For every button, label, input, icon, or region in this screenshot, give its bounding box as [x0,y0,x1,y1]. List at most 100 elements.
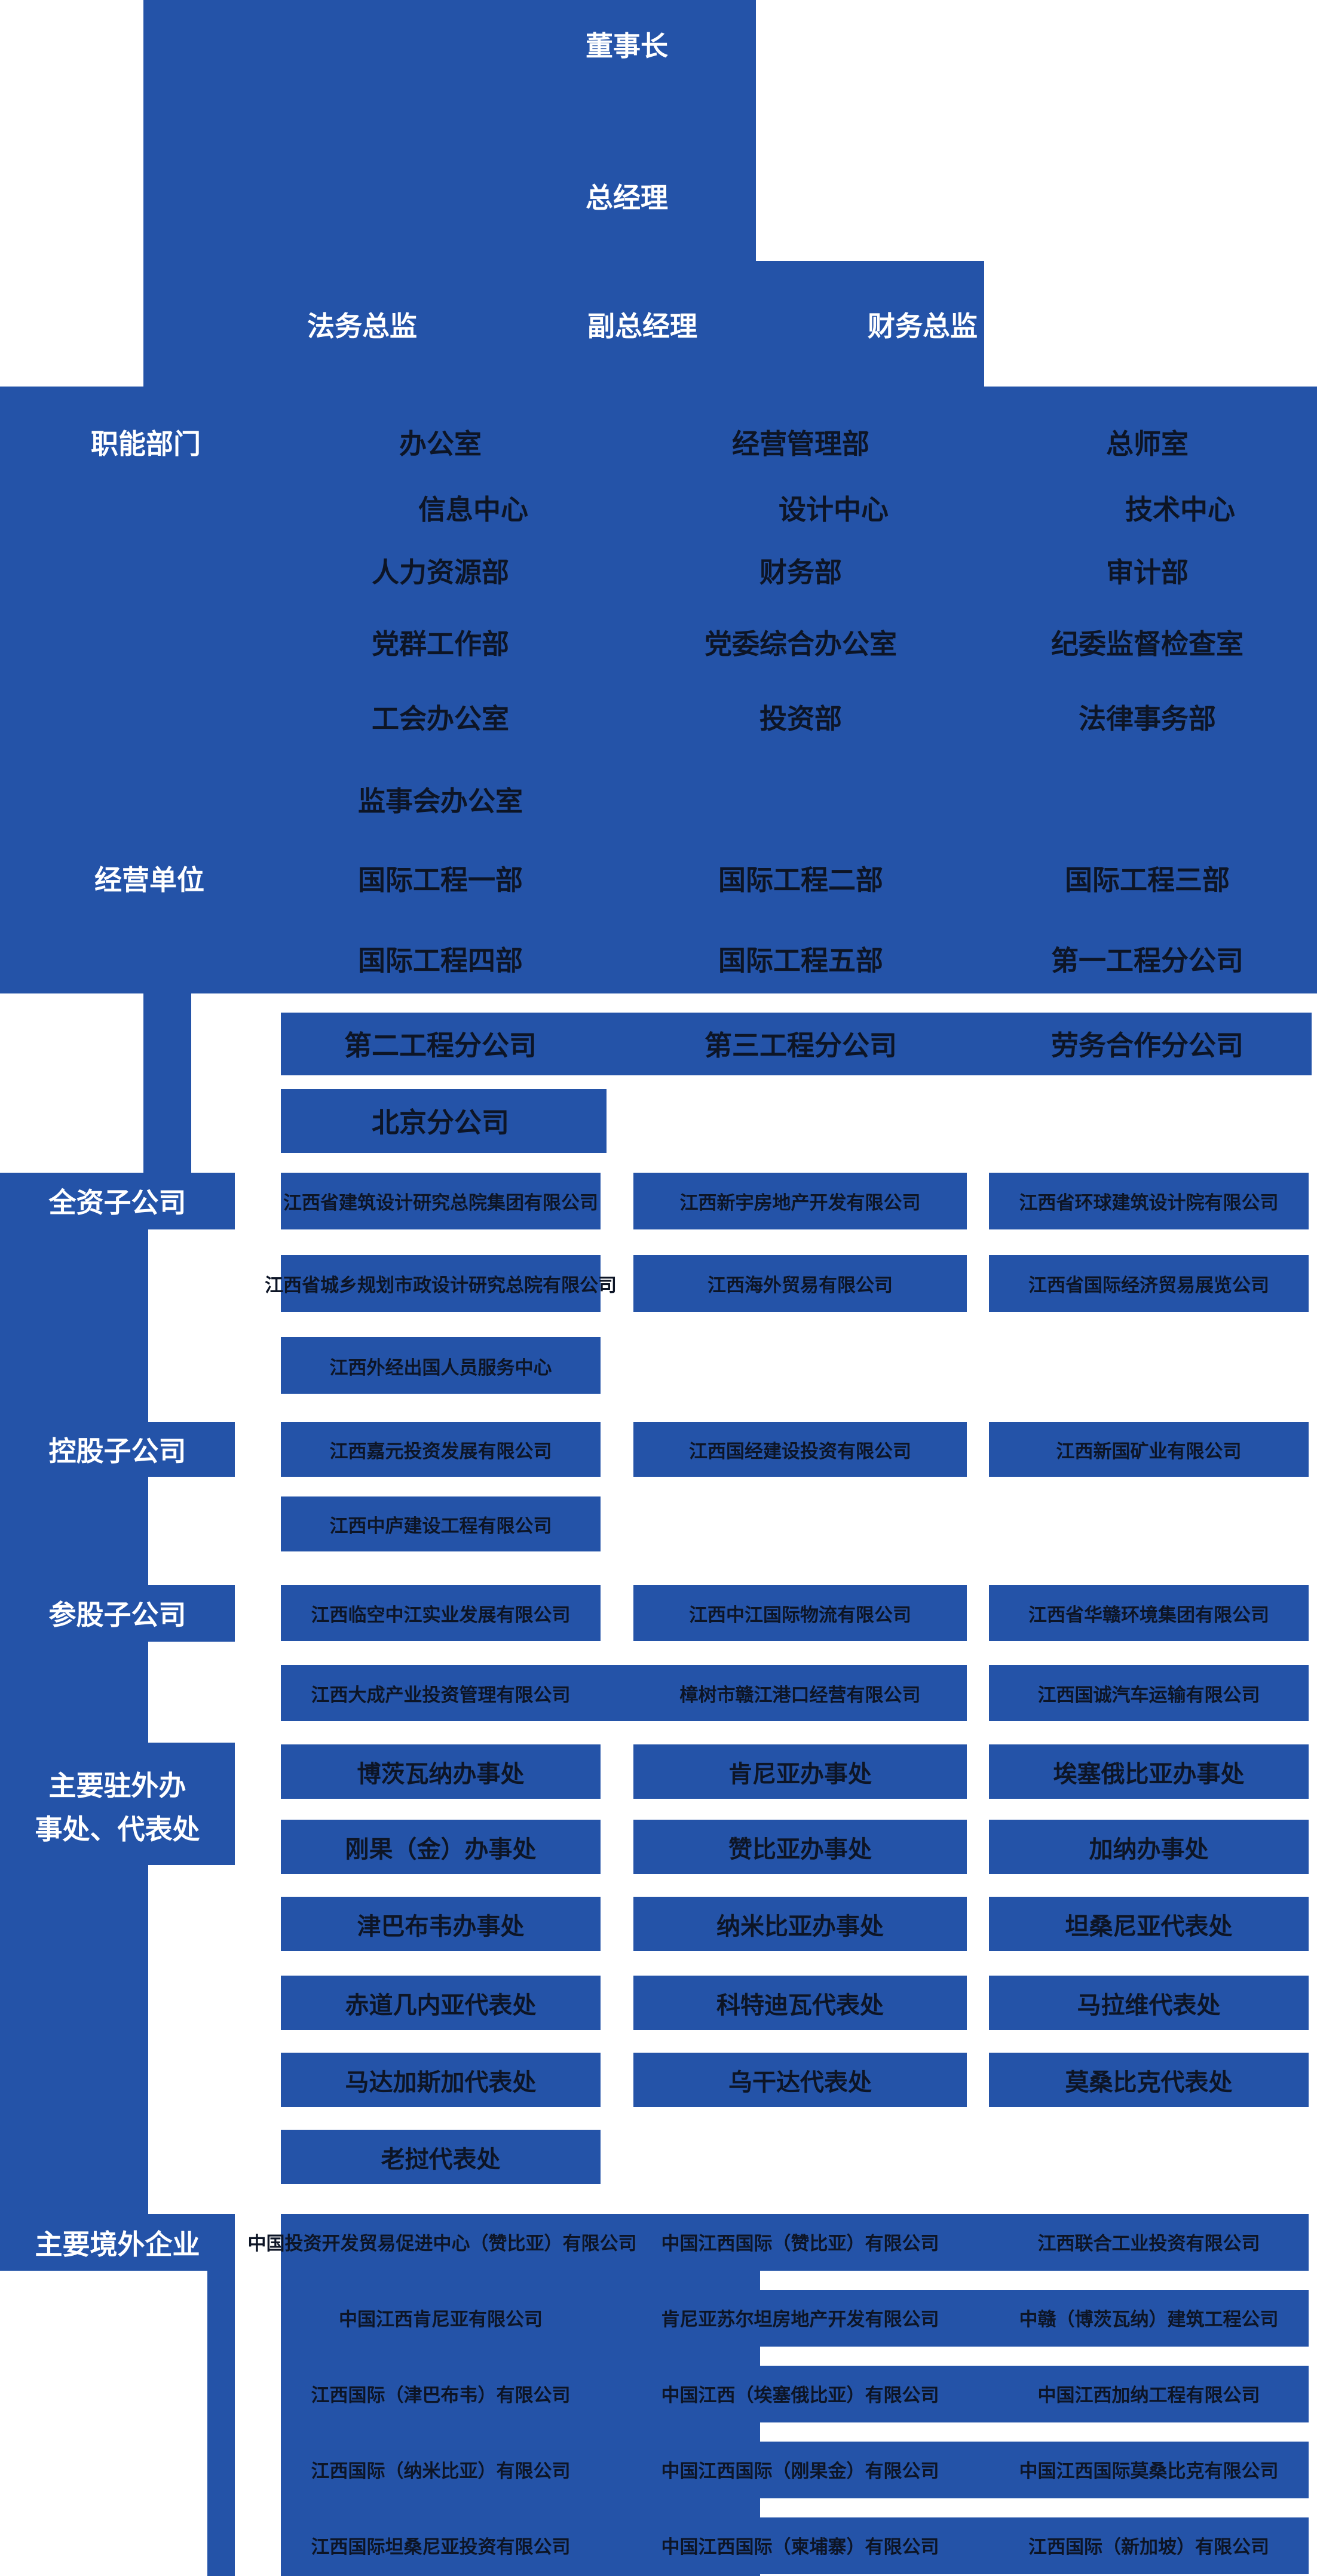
node-box [989,1665,1309,1721]
company-node: 江西省城乡规划市政设计研究总院有限公司 [265,1274,617,1296]
dept-node: 监事会办公室 [358,786,523,817]
node-box [281,1665,967,1721]
company-node: 中国江西肯尼亚有限公司 [339,2308,543,2330]
dept-node: 信息中心 [418,494,528,525]
label-box-minority [0,1585,235,1642]
company-node: 江西国际（津巴布韦）有限公司 [311,2384,571,2406]
company-node: 江西新宇房地产开发有限公司 [679,1192,921,1213]
section-label-functional: 职能部门 [91,428,201,459]
section-label-overseas: 主要境外企业 [35,2229,200,2260]
section-label-holding: 控股子公司 [48,1436,186,1467]
dept-node: 经营管理部 [732,428,869,459]
departments-band [0,387,1317,993]
node-box [281,1820,601,1874]
business-node: 国际工程二部 [718,864,883,896]
node-box [989,1585,1309,1641]
dept-node: 党群工作部 [372,628,509,660]
office-node: 加纳办事处 [1089,1836,1209,1863]
business-node: 劳务合作分公司 [1051,1030,1244,1061]
label-box-holding [0,1422,235,1477]
company-node: 中赣（博茨瓦纳）建筑工程公司 [1019,2308,1279,2330]
company-node: 江西嘉元投资发展有限公司 [329,1440,552,1462]
node-box [633,1255,967,1312]
business-node: 北京分公司 [372,1107,509,1138]
overseas-row-bar [281,2214,1309,2271]
company-node: 江西省国际经济贸易展览公司 [1028,1274,1269,1296]
beijing-branch-box [281,1089,607,1153]
dept-node: 审计部 [1106,557,1189,588]
section-label-wholly-owned: 全资子公司 [48,1187,186,1218]
top-spine-block [143,0,756,387]
finance-director-title: 财务总监 [868,311,978,342]
node-box [281,1585,601,1641]
node-box [281,1337,601,1394]
company-node: 江西省建筑设计研究总院集团有限公司 [283,1192,598,1213]
node-box [633,1820,967,1874]
company-node: 中国江西国际（柬埔寨）有限公司 [661,2536,939,2557]
office-node: 纳米比亚办事处 [716,1913,884,1940]
dept-node: 党委综合办公室 [705,628,897,660]
section-label-minority: 参股子公司 [48,1599,186,1630]
node-box [281,1976,601,2030]
node-box [989,1820,1309,1874]
node-box [281,1744,601,1799]
company-node: 江西省环球建筑设计院有限公司 [1019,1192,1279,1213]
office-node: 刚果（金）办事处 [345,1836,537,1863]
company-node: 肯尼亚苏尔坦房地产开发有限公司 [661,2308,939,2330]
company-node: 江西海外贸易有限公司 [707,1274,893,1296]
node-box [633,1422,967,1477]
node-box [281,1173,601,1229]
node-box [989,1422,1309,1477]
section-label-business: 经营单位 [94,864,204,896]
business-node: 国际工程一部 [358,864,523,896]
company-node: 江西国经建设投资有限公司 [689,1440,911,1462]
office-node: 赤道几内亚代表处 [345,1992,537,2019]
company-node: 中国投资开发贸易促进中心（赞比亚）有限公司 [247,2232,637,2254]
business-node: 国际工程三部 [1065,864,1230,896]
business-node: 国际工程四部 [358,945,523,976]
node-box [989,1255,1309,1312]
company-node: 江西国际坦桑尼亚投资有限公司 [311,2536,571,2557]
company-node: 江西外经出国人员服务中心 [329,1357,552,1378]
node-box [633,2053,967,2107]
office-node: 科特迪瓦代表处 [716,1992,884,2019]
dept-node: 财务部 [759,557,842,588]
node-box [633,1173,967,1229]
general-manager-title: 总经理 [586,182,668,213]
business-node: 国际工程五部 [718,945,883,976]
dept-node: 设计中心 [779,494,889,525]
company-node: 中国江西国际莫桑比克有限公司 [1019,2460,1279,2482]
office-node: 乌干达代表处 [728,2069,872,2096]
left-sidebar-rail [0,1173,148,2271]
dept-node: 法律事务部 [1079,703,1216,734]
business-node: 第二工程分公司 [344,1030,537,1061]
finance-director-block [756,261,984,387]
dept-node: 纪委监督检查室 [1051,628,1244,660]
connector-rail [143,993,191,1173]
section-label-offices-line2: 事处、代表处 [35,1814,200,1845]
chairman-title: 董事长 [586,30,668,62]
company-node: 中国江西国际（赞比亚）有限公司 [661,2232,939,2254]
deputy-general-manager-title: 副总经理 [587,311,697,342]
office-node: 老挝代表处 [381,2146,501,2173]
office-node: 博茨瓦纳办事处 [357,1761,525,1787]
dept-node: 办公室 [399,428,482,459]
dept-node: 工会办公室 [372,703,509,734]
node-box [281,1897,601,1951]
node-box [281,1422,601,1477]
office-node: 赞比亚办事处 [728,1836,872,1863]
node-box [633,1585,967,1641]
dept-node: 总师室 [1106,428,1189,459]
node-box [281,1255,601,1312]
office-node: 肯尼亚办事处 [728,1761,872,1787]
company-node: 江西中江国际物流有限公司 [689,1604,911,1626]
dept-node: 投资部 [759,703,842,734]
dept-node: 人力资源部 [372,557,509,588]
overseas-row-bar [281,2517,1309,2574]
node-box [989,1173,1309,1229]
node-box [633,1976,967,2030]
company-node: 江西国际（纳米比亚）有限公司 [311,2460,571,2482]
node-box [281,2130,601,2184]
node-box [281,1496,601,1551]
company-node: 江西省华赣环境集团有限公司 [1028,1604,1269,1626]
